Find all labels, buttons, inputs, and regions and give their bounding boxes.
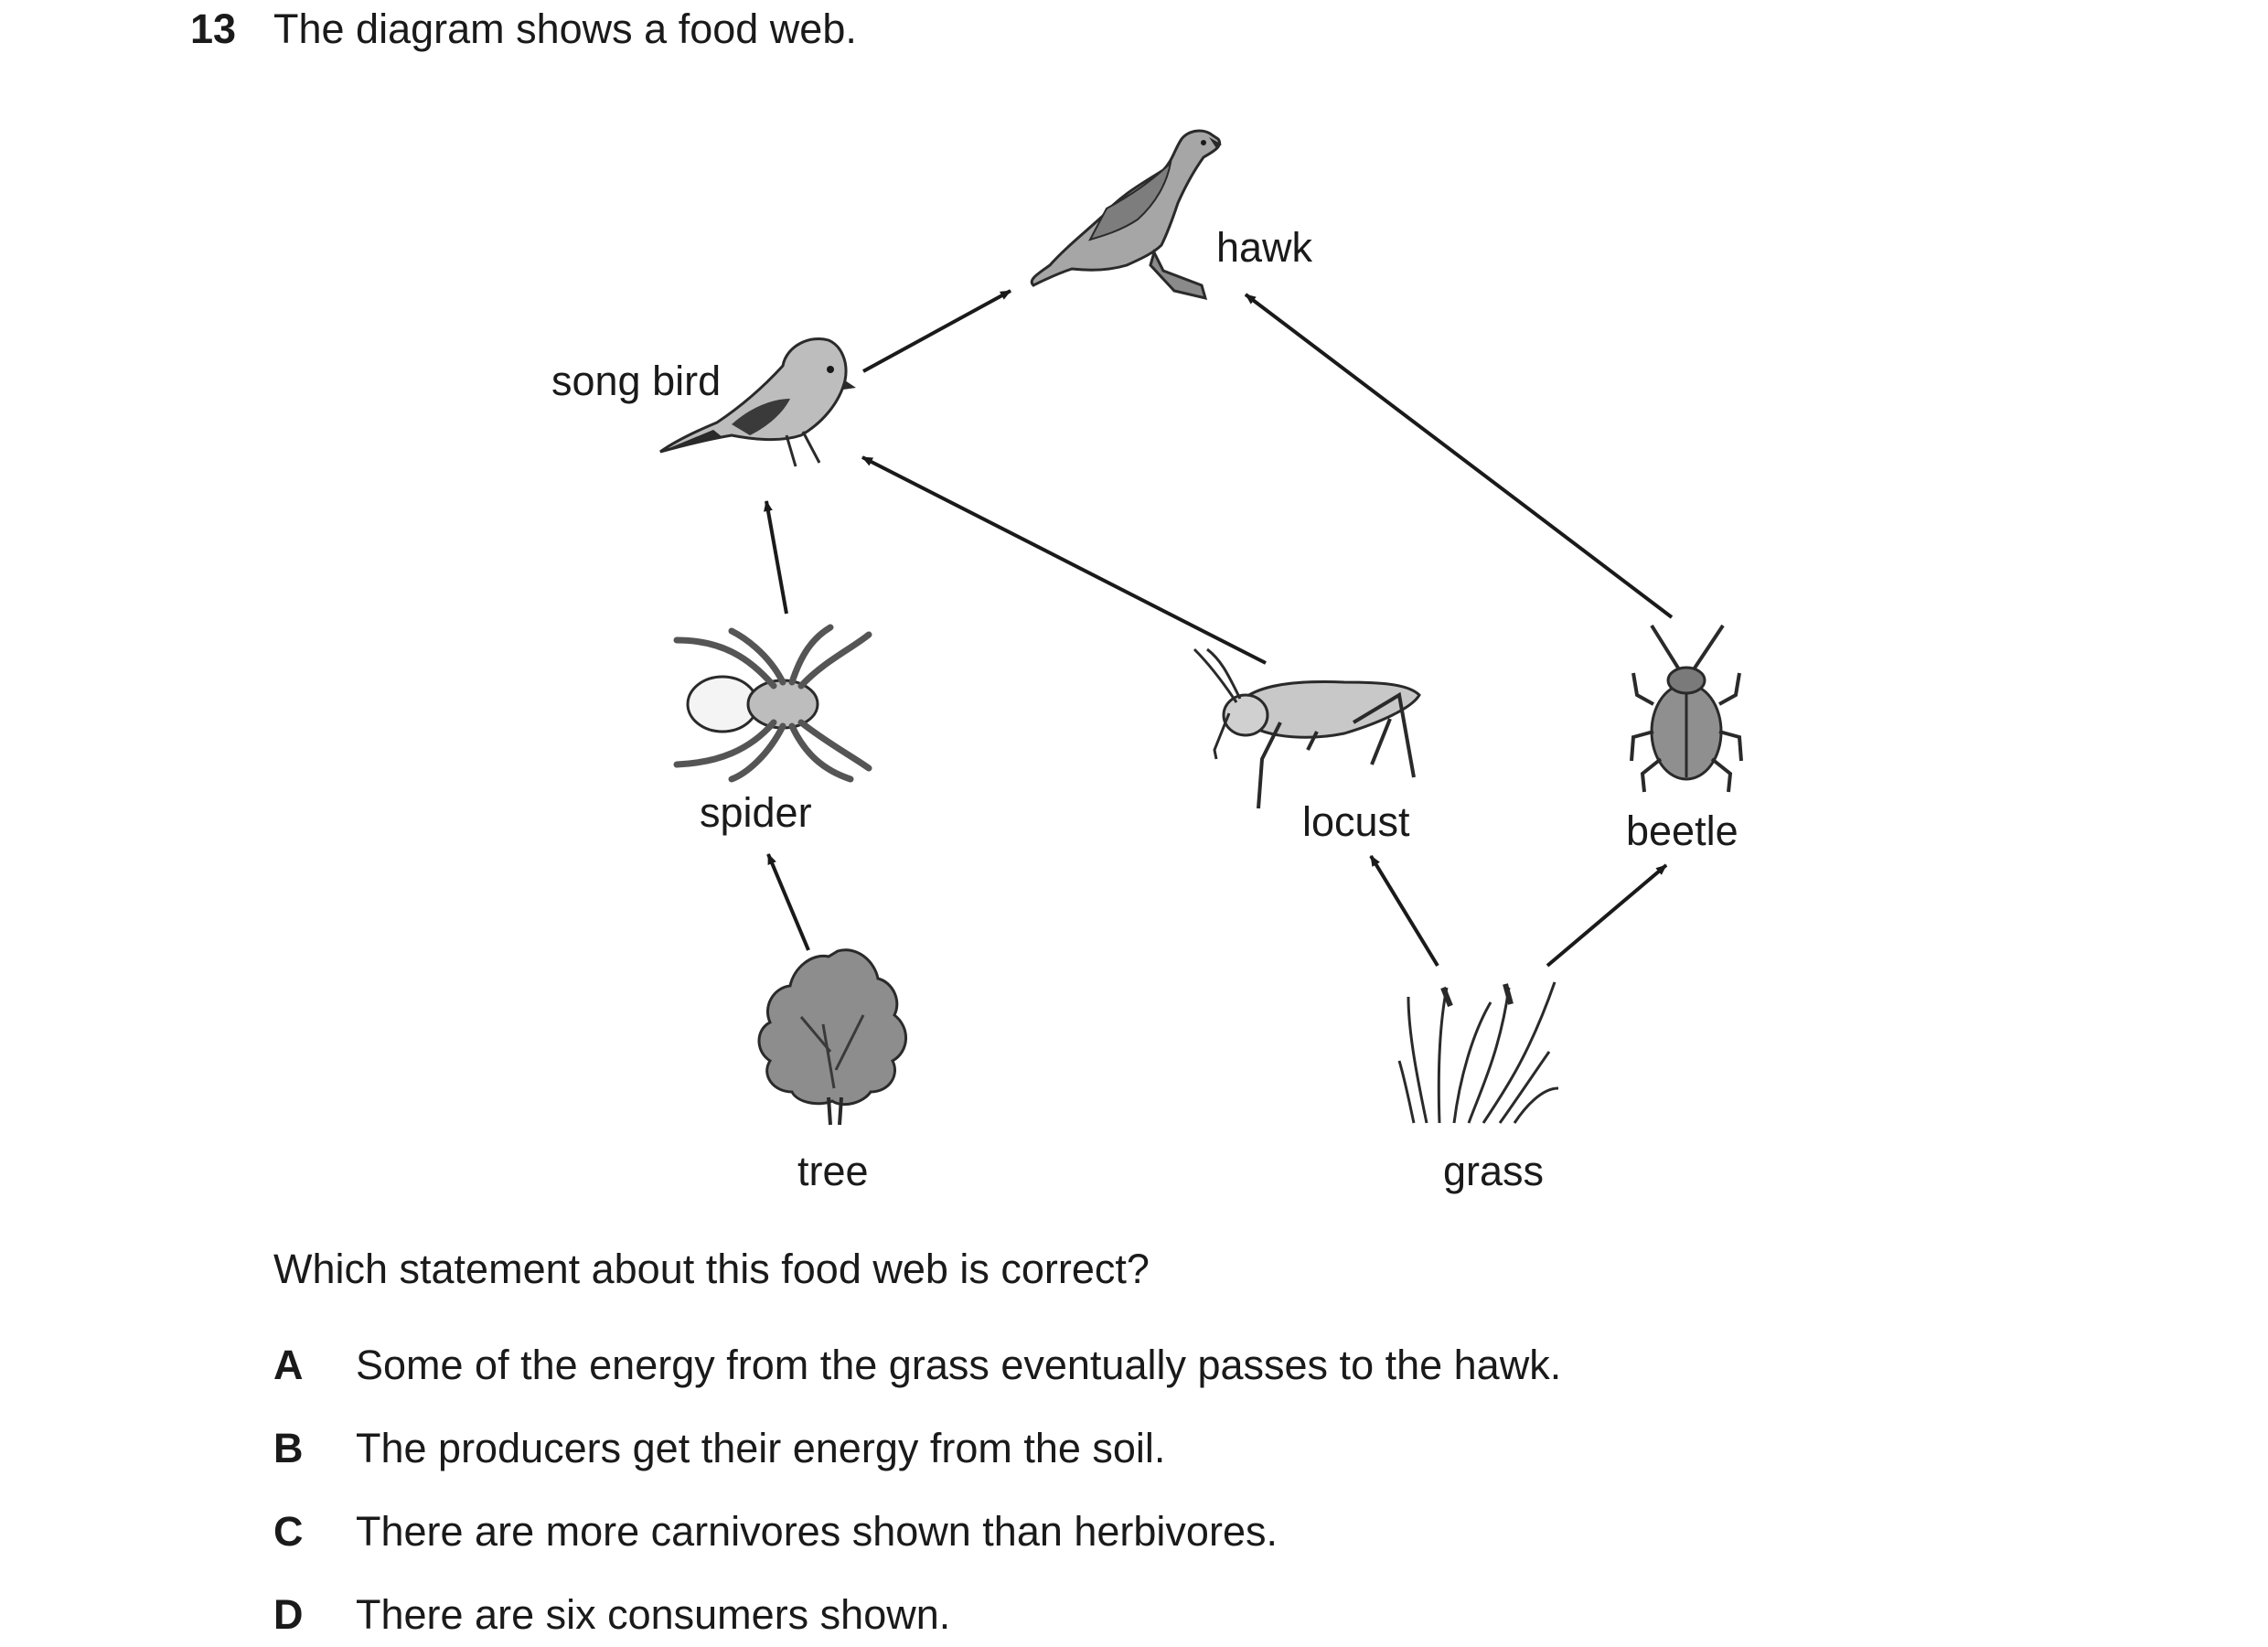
option-d: D There are six consumers shown. xyxy=(273,1591,950,1639)
grass-label: grass xyxy=(1443,1148,1544,1194)
option-text: There are six consumers shown. xyxy=(356,1591,951,1638)
hawk-icon xyxy=(1030,129,1222,301)
food-web-diagram: .arr { stroke: #1a1a1a; stroke-width: 4;… xyxy=(551,129,1743,1194)
beetle-label: beetle xyxy=(1626,807,1738,854)
question-stem: Which statement about this food web is c… xyxy=(273,1246,1150,1292)
beetle-icon xyxy=(1630,624,1743,793)
arrow-spider-to-songbird xyxy=(764,500,788,615)
option-text: The producers get their energy from the … xyxy=(356,1425,1166,1471)
question-number: 13 xyxy=(190,5,237,52)
locust-label: locust xyxy=(1302,798,1410,845)
option-text: There are more carnivores shown than her… xyxy=(356,1508,1278,1555)
arrow-locust-to-songbird xyxy=(861,455,1267,665)
tree-icon xyxy=(757,948,907,1126)
arrow-grass-to-beetle xyxy=(1546,863,1668,968)
arrow-tree-to-spider xyxy=(766,853,810,951)
option-a: A Some of the energy from the grass event… xyxy=(273,1342,1561,1389)
option-letter: A xyxy=(273,1342,304,1388)
arrow-songbird-to-hawk xyxy=(862,289,1011,373)
song-bird-label: song bird xyxy=(551,358,721,404)
arrow-beetle-to-hawk xyxy=(1244,293,1674,619)
arrow-grass-to-locust xyxy=(1369,854,1439,968)
song-bird-icon xyxy=(659,337,856,467)
locust-icon xyxy=(1193,647,1421,809)
question-intro: The diagram shows a food web. xyxy=(273,5,857,52)
option-letter: B xyxy=(273,1425,304,1471)
option-letter: D xyxy=(273,1591,304,1638)
option-c: C There are more carnivores shown than he… xyxy=(273,1508,1278,1556)
spider-icon xyxy=(673,624,872,783)
option-letter: C xyxy=(273,1508,304,1555)
spider-label: spider xyxy=(700,789,812,836)
tree-label: tree xyxy=(797,1148,869,1194)
grass-icon xyxy=(1397,981,1559,1124)
option-b: B The producers get their energy from the… xyxy=(273,1425,1165,1472)
hawk-label: hawk xyxy=(1216,224,1313,271)
option-text: Some of the energy from the grass eventu… xyxy=(356,1342,1562,1388)
